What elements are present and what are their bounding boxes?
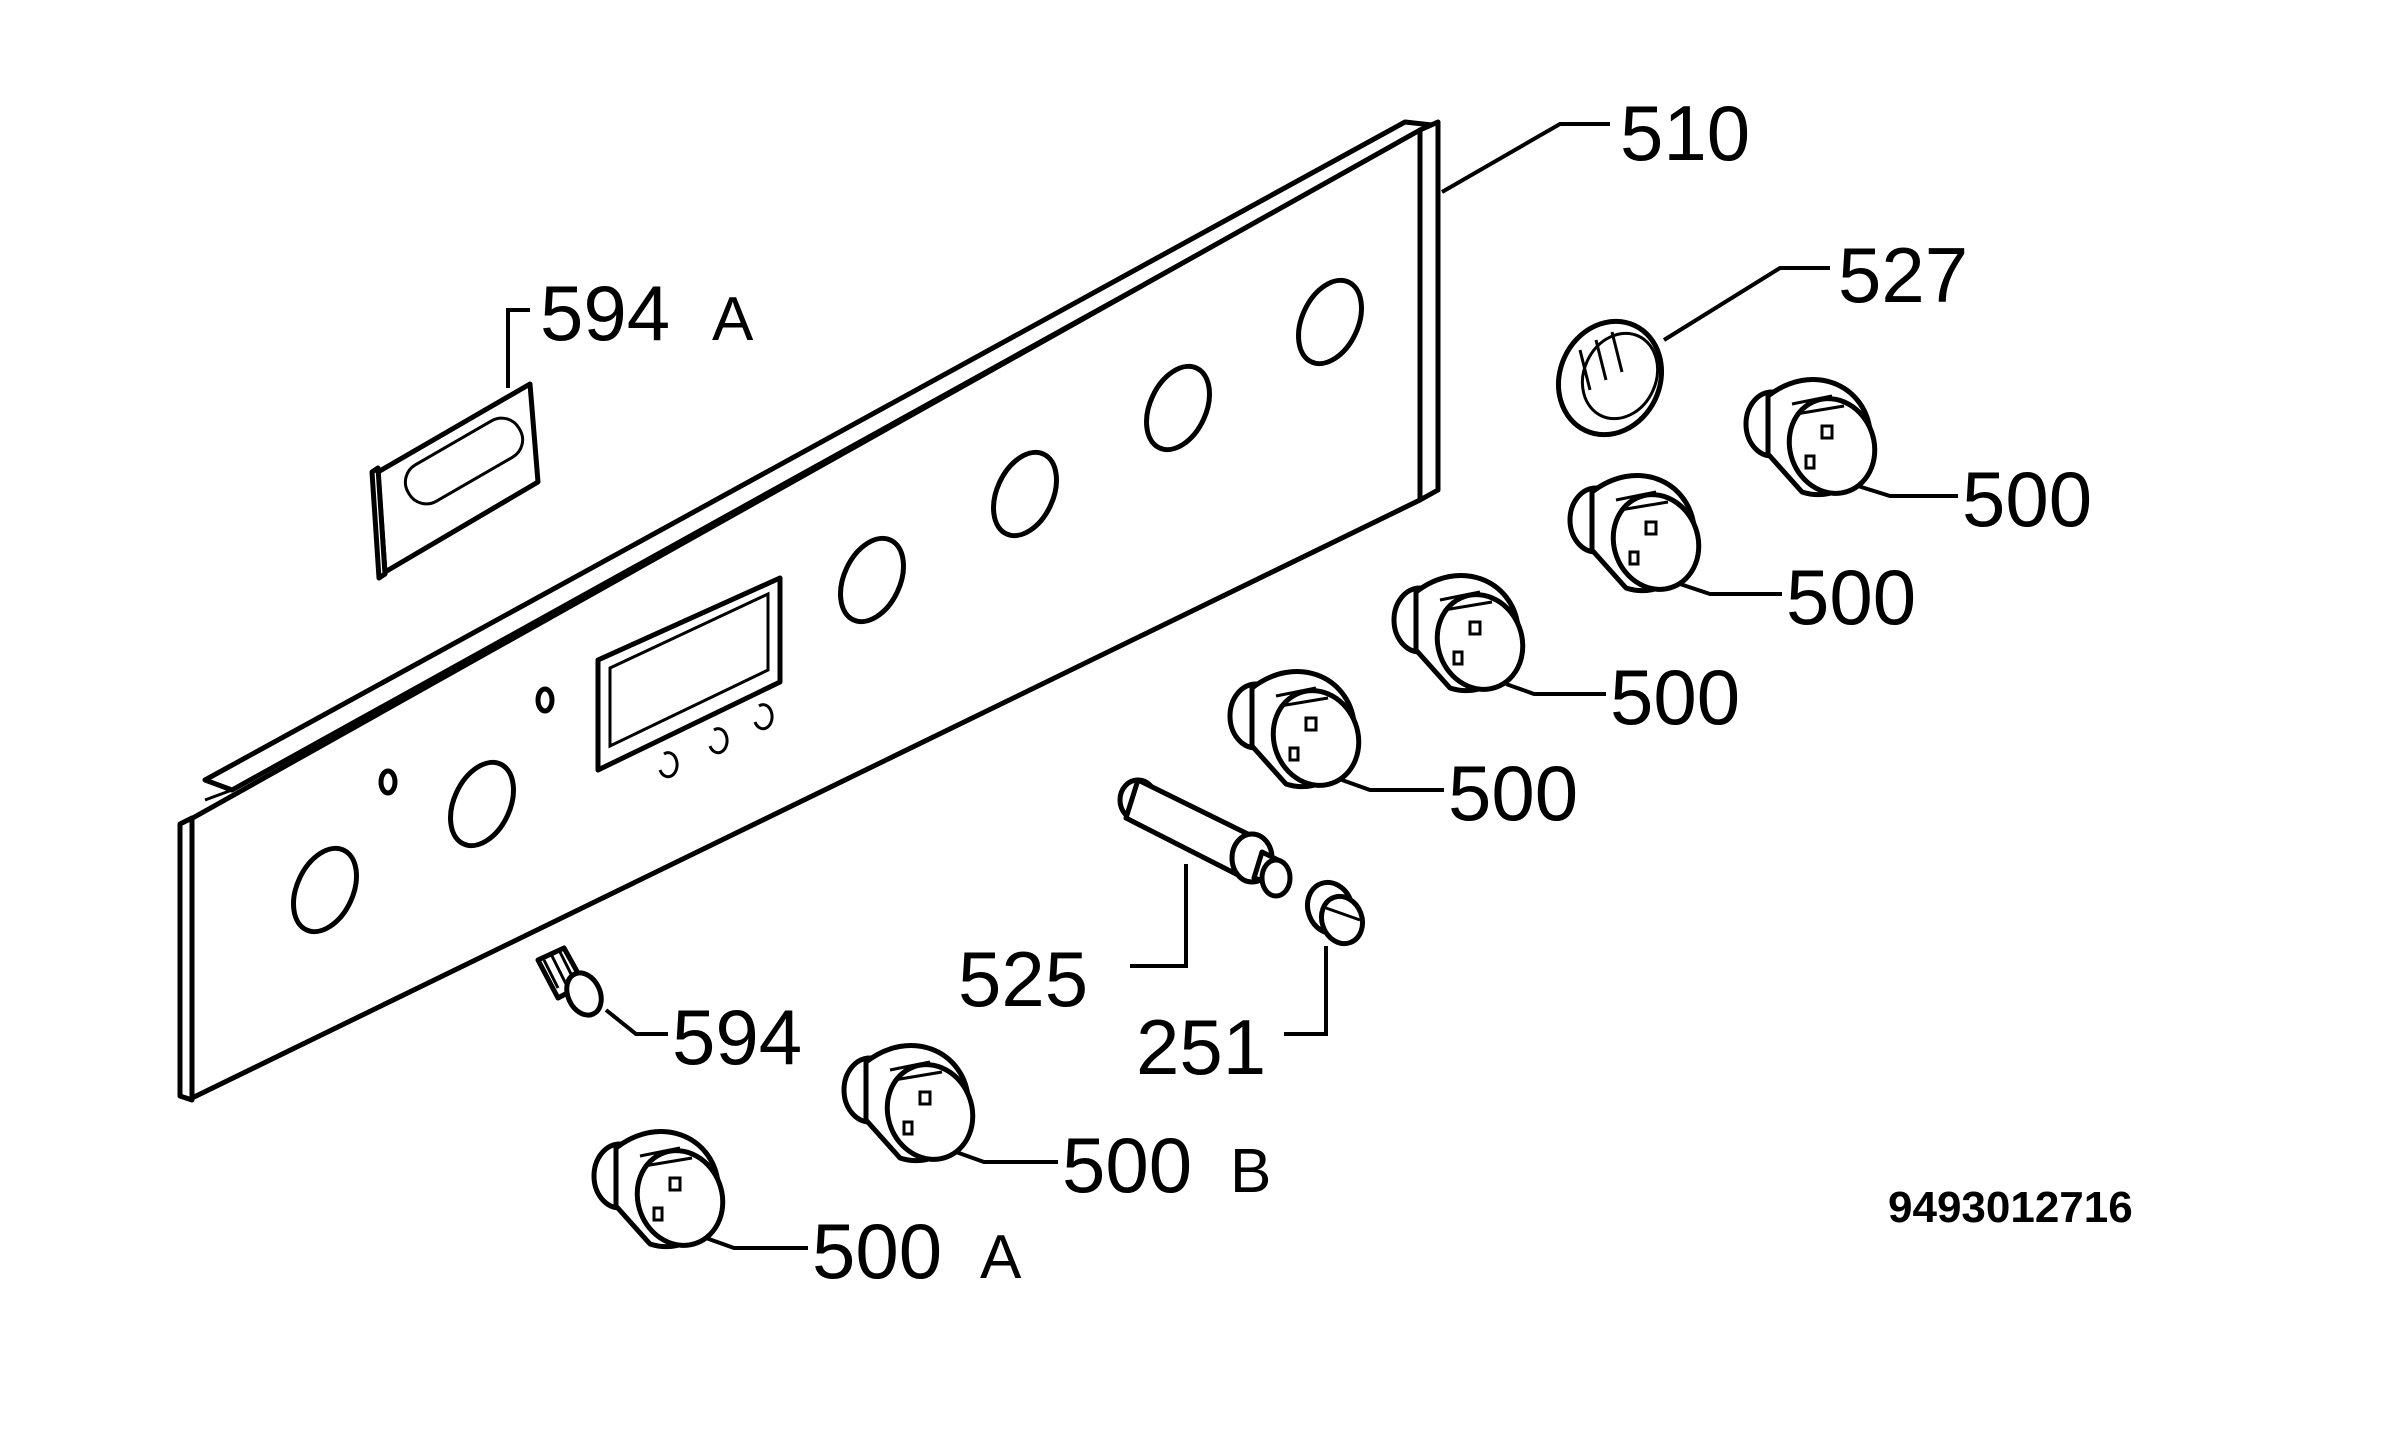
button-251 <box>1304 879 1366 947</box>
knob-500a <box>594 1131 736 1257</box>
knob-500-3 <box>1394 575 1536 701</box>
leader-527 <box>1662 266 1830 342</box>
knob-500-2 <box>1570 475 1712 601</box>
label-510: 510 <box>1620 89 1750 177</box>
leader-251 <box>1284 946 1328 1036</box>
label-500a-number: 500 <box>812 1207 942 1295</box>
leader-594 <box>604 1008 668 1036</box>
label-500-2: 500 <box>1786 553 1916 641</box>
label-594a-number: 594 <box>540 269 670 357</box>
label-500b-suffix: B <box>1230 1137 1271 1206</box>
leader-594a <box>506 308 530 388</box>
knob-500b <box>844 1045 986 1171</box>
control-panel-510 <box>177 119 1441 1103</box>
label-594a-suffix: A <box>712 285 754 354</box>
leader-525 <box>1130 864 1188 968</box>
leader-500-4 <box>1341 778 1444 792</box>
label-527: 527 <box>1838 231 1968 319</box>
label-500-4: 500 <box>1448 749 1578 837</box>
bezel-527 <box>1555 318 1665 438</box>
label-500b-number: 500 <box>1062 1121 1192 1209</box>
leader-500-2 <box>1679 582 1782 596</box>
leader-510 <box>1441 122 1610 194</box>
leader-500b <box>955 1150 1058 1164</box>
bracket-594a <box>369 381 541 581</box>
label-500a-suffix: A <box>980 1223 1022 1292</box>
screw-594 <box>535 945 604 1018</box>
leader-500-1 <box>1857 484 1958 498</box>
label-594: 594 <box>672 993 802 1081</box>
label-500-1: 500 <box>1962 455 2092 543</box>
shaft-525 <box>1117 777 1293 899</box>
knob-500-1 <box>1746 379 1888 505</box>
leader-500a <box>705 1236 808 1250</box>
knob-500-4 <box>1230 671 1372 797</box>
leader-500-3 <box>1505 682 1606 696</box>
label-525: 525 <box>958 935 1088 1023</box>
label-251: 251 <box>1136 1003 1266 1091</box>
reference-code: 9493012716 <box>1888 1183 2133 1232</box>
label-500-3: 500 <box>1610 653 1740 741</box>
